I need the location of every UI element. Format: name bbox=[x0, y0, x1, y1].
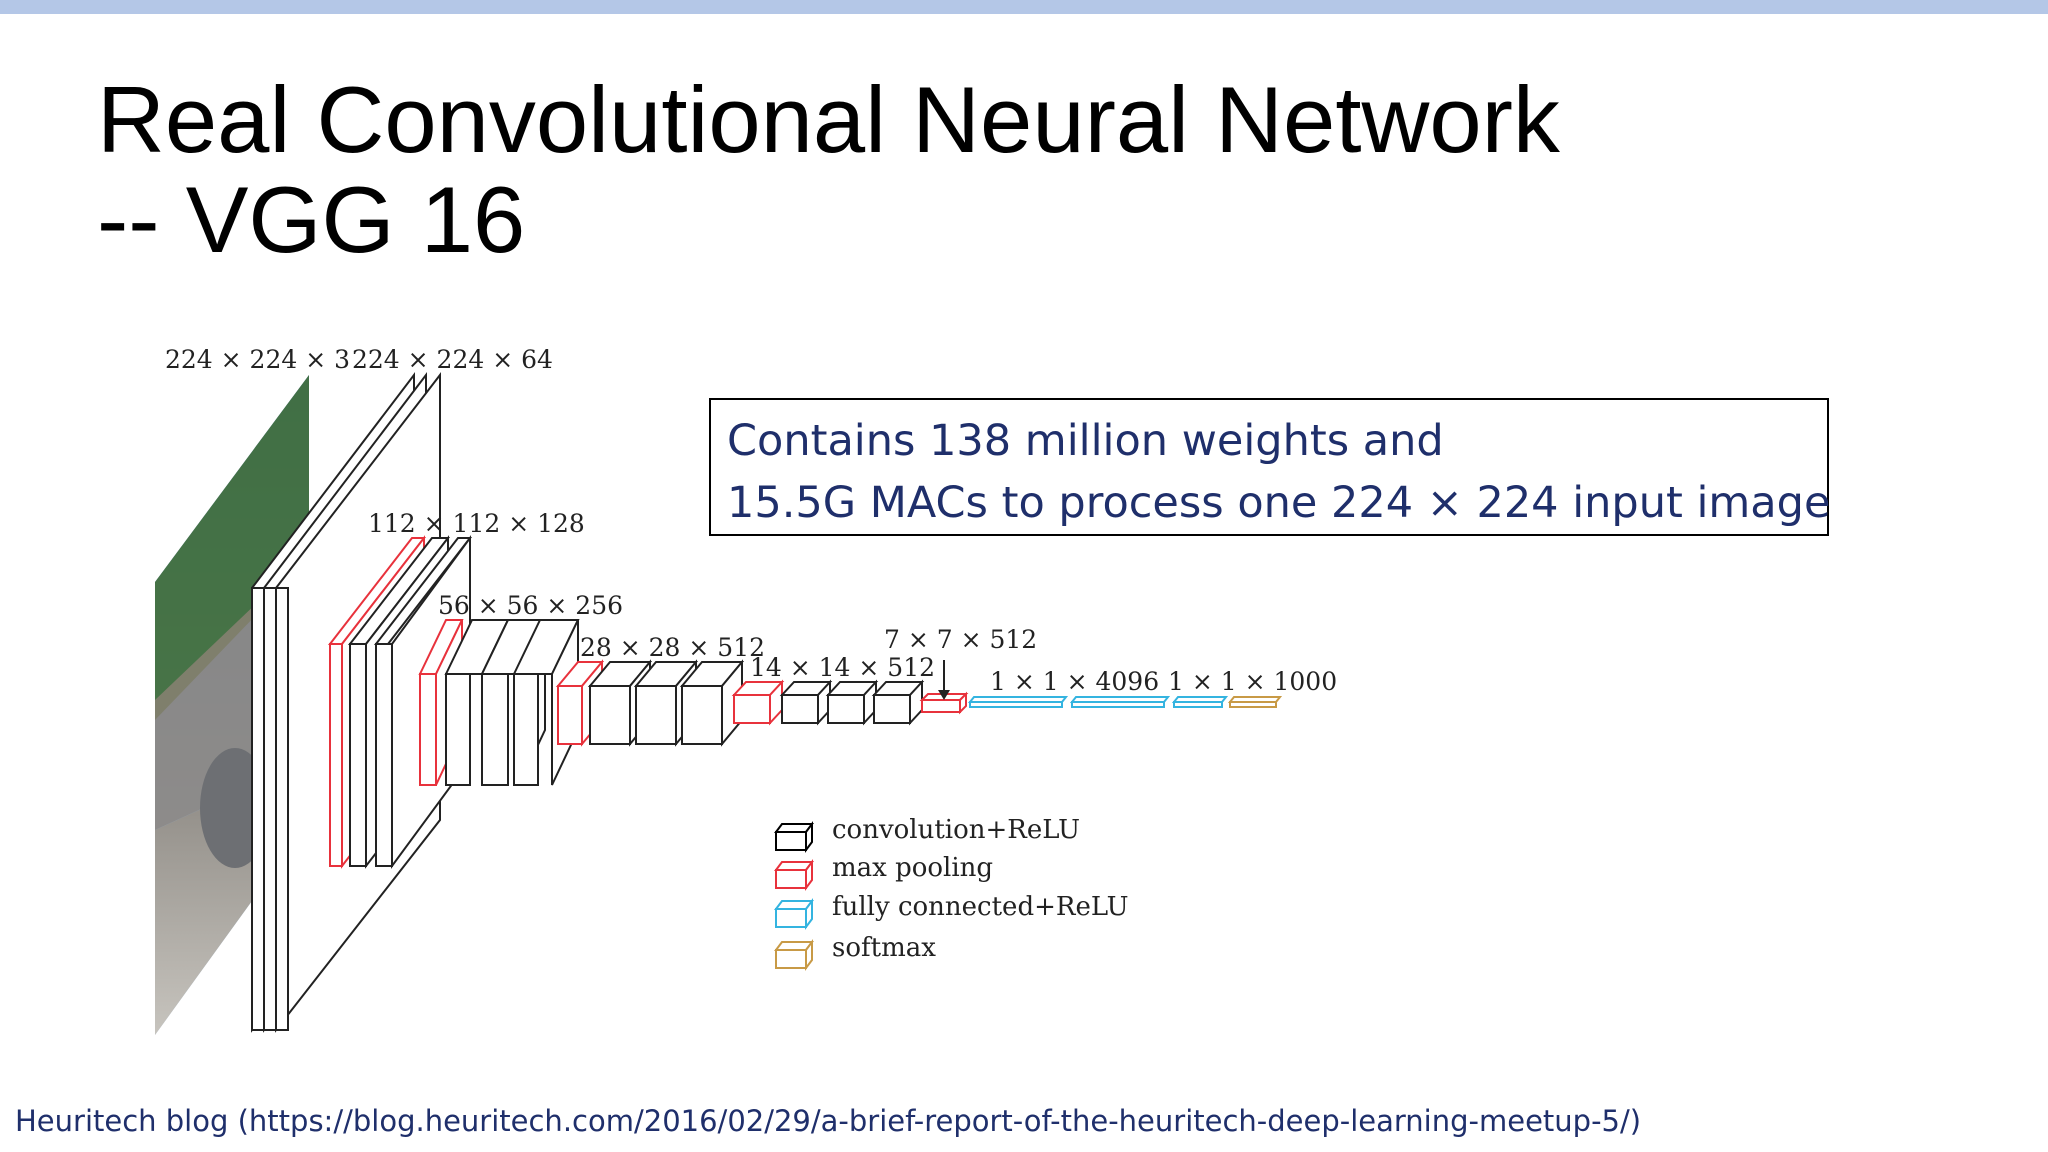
dim-label-conv4: 28 × 28 × 512 bbox=[580, 633, 765, 662]
slide-title: Real Convolutional Neural Network -- VGG… bbox=[97, 70, 1560, 270]
legend-label-pool: max pooling bbox=[832, 853, 993, 883]
callout-box: Contains 138 million weights and 15.5G M… bbox=[709, 398, 1831, 536]
conv4-block bbox=[555, 659, 745, 747]
dim-label-conv3: 56 × 56 × 256 bbox=[438, 591, 623, 620]
softmax-layer bbox=[1227, 696, 1283, 708]
title-line-1: Real Convolutional Neural Network bbox=[97, 67, 1560, 172]
conv3-block bbox=[418, 619, 580, 786]
dim-label-conv1: 224 × 224 × 64 bbox=[352, 345, 553, 374]
legend bbox=[774, 821, 814, 971]
dim-label-fc: 1 × 1 × 4096 bbox=[990, 667, 1159, 696]
dim-label-conv2: 112 × 112 × 128 bbox=[368, 509, 585, 538]
callout-line-2: 15.5G MACs to process one 224 × 224 inpu… bbox=[727, 478, 1831, 528]
legend-item-fc bbox=[774, 898, 814, 930]
dim-label-softmax: 1 × 1 × 1000 bbox=[1168, 667, 1337, 696]
fc-layers bbox=[967, 696, 1229, 708]
legend-label-conv: convolution+ReLU bbox=[832, 815, 1080, 845]
dim-label-input: 224 × 224 × 3 bbox=[165, 345, 350, 374]
conv5-block bbox=[731, 679, 925, 726]
legend-item-conv bbox=[774, 821, 814, 853]
legend-label-softmax: softmax bbox=[832, 933, 936, 963]
legend-label-fc: fully connected+ReLU bbox=[832, 892, 1129, 922]
pool5-layer bbox=[919, 660, 969, 715]
callout-line-1: Contains 138 million weights and bbox=[727, 416, 1444, 466]
legend-item-softmax bbox=[774, 939, 814, 971]
dim-label-pool5: 7 × 7 × 512 bbox=[884, 625, 1037, 654]
top-accent-bar bbox=[0, 0, 2048, 14]
dim-label-conv5: 14 × 14 × 512 bbox=[750, 653, 935, 682]
source-citation: Heuritech blog (https://blog.heuritech.c… bbox=[15, 1104, 1642, 1138]
legend-item-pool bbox=[774, 859, 814, 891]
title-line-2: -- VGG 16 bbox=[97, 167, 526, 272]
